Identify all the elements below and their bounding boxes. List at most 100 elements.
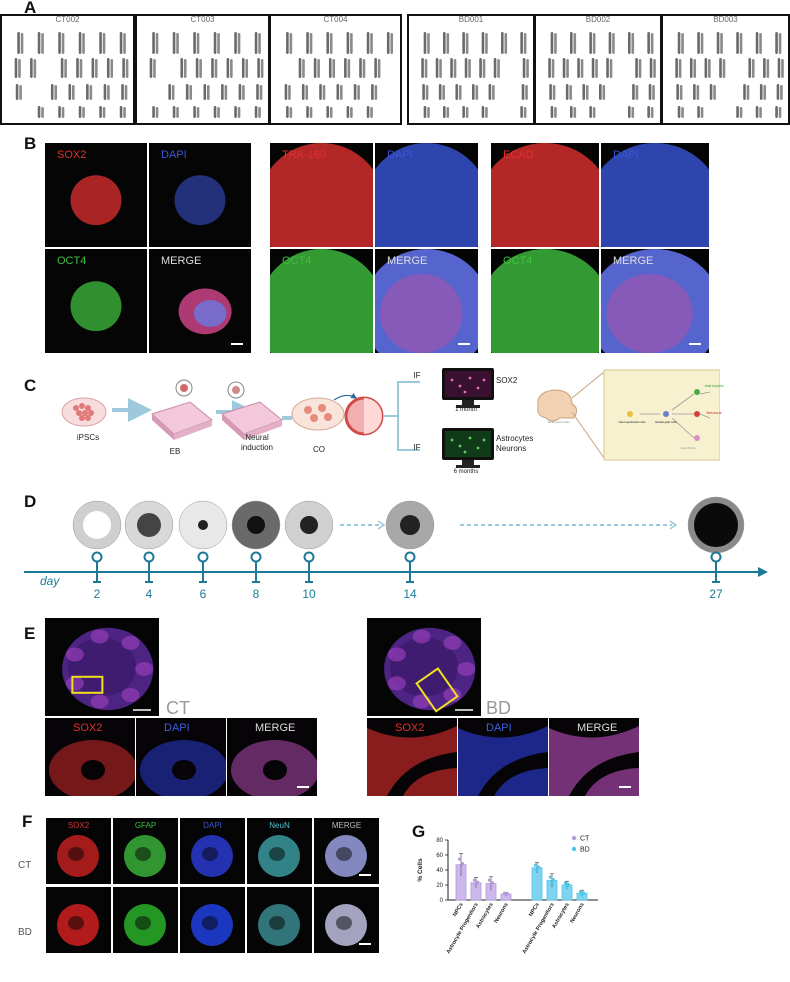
bd-overview-image xyxy=(367,618,481,716)
data-point xyxy=(581,891,586,895)
karyotype-title: CT003 xyxy=(190,15,215,24)
panel-f-bd-neun xyxy=(247,887,312,953)
chromosome-spread xyxy=(548,32,656,118)
legend-marker xyxy=(571,846,577,852)
data-point xyxy=(566,883,571,887)
channel-label: OCT4 xyxy=(282,255,312,267)
column-label: GFAP xyxy=(134,821,157,830)
channel-label: TRA-160 xyxy=(282,149,327,161)
label-if-2: IF xyxy=(413,443,421,452)
organoid-core xyxy=(198,520,208,530)
karyotype-title: BD001 xyxy=(458,15,484,24)
y-tick-label: 0 xyxy=(440,898,444,904)
y-tick-label: 20 xyxy=(436,883,443,889)
panel-f-ct-dapi: DAPI xyxy=(180,818,245,884)
panel-f-bd-gfap xyxy=(113,887,178,953)
scale-bar xyxy=(458,343,470,345)
panel-f-label: F xyxy=(22,812,33,831)
panel-f-ct-merge: MERGE xyxy=(314,818,379,884)
ct-zoom-merge: MERGE xyxy=(227,718,317,796)
day-tick-label: 8 xyxy=(252,587,260,601)
panel-e-label: E xyxy=(24,624,36,643)
organoid-core xyxy=(300,516,318,534)
protocol-schematic xyxy=(61,368,720,468)
channel-label: MERGE xyxy=(255,722,296,734)
bd-zoom-sox2: SOX2 xyxy=(367,718,457,796)
micrograph-group2-tra-160: TRA-160 xyxy=(270,143,373,247)
panel-f-bd-merge xyxy=(314,887,379,953)
label-eb: EB xyxy=(169,447,181,456)
organoid-core xyxy=(247,516,265,534)
x-tick-label: Neurons xyxy=(569,902,585,924)
astrocyte-icon xyxy=(694,389,700,395)
eb-plate-icon xyxy=(151,379,213,440)
label-ipscs: iPSCs xyxy=(76,433,100,442)
data-point xyxy=(474,883,478,887)
bd-zoom-dapi: DAPI xyxy=(458,718,548,796)
day-tick-label: 14 xyxy=(403,587,417,601)
data-point xyxy=(487,878,492,882)
day-tick-label: 6 xyxy=(199,587,207,601)
label-co: CO xyxy=(313,445,325,454)
label-1-month: 1 month xyxy=(455,407,477,413)
monitor-astrocytes-icon xyxy=(442,428,494,468)
channel-label: SOX2 xyxy=(73,722,103,734)
y-tick-label: 40 xyxy=(436,868,443,874)
x-tick-label: Neurons xyxy=(493,902,509,924)
data-point xyxy=(475,880,480,884)
label-embryonic-brain: Embryonic brain xyxy=(548,420,570,424)
micrograph-group1-dapi: DAPI xyxy=(149,143,251,247)
monitor-sox2-icon xyxy=(442,368,494,408)
timeline-marker xyxy=(250,551,262,563)
row-label-bd: BD xyxy=(18,927,32,938)
ct-zoom-sox2: SOX2 xyxy=(45,718,135,796)
chromosome-spread xyxy=(149,32,264,118)
timeline-marker xyxy=(303,551,315,563)
row-label-ct: CT xyxy=(18,860,32,871)
co-dish-icon xyxy=(291,397,345,431)
chromosome-spread xyxy=(675,32,784,118)
micrograph-group3-merge: MERGE xyxy=(601,249,709,353)
timeline-arrow-icon xyxy=(758,567,768,577)
data-point xyxy=(536,865,541,869)
ipsc-dish-icon xyxy=(61,397,107,427)
legend-label: BD xyxy=(580,847,590,854)
brain-icon xyxy=(537,371,605,459)
x-tick-label: Astrocyte Progenitors xyxy=(522,902,556,955)
micrograph-group3-dapi: DAPI xyxy=(601,143,709,247)
panel-f-bd-sox2 xyxy=(46,887,111,953)
panel-g-label: G xyxy=(412,822,426,841)
organoid-icon xyxy=(344,396,384,436)
panel-a-label: A xyxy=(24,0,37,17)
label-radial-glia: Radial glial cells xyxy=(655,420,677,424)
karyotype-ct003: CT003 xyxy=(135,14,270,125)
timeline-marker xyxy=(404,551,416,563)
scale-bar xyxy=(619,786,631,788)
organoid-core xyxy=(400,515,420,535)
bd-label: BD xyxy=(486,698,512,718)
data-point xyxy=(533,863,538,867)
label-induction: induction xyxy=(240,443,274,452)
panel-f-ct-gfap: GFAP xyxy=(113,818,178,884)
label-astrocytes: Astrocytes xyxy=(496,434,534,443)
channel-label: DAPI xyxy=(164,722,190,734)
scale-bar xyxy=(359,943,371,945)
data-point xyxy=(578,890,583,894)
karyotype-title: BD003 xyxy=(713,15,738,24)
micrograph-group1-sox2: SOX2 xyxy=(45,143,147,247)
day-tick-label: 4 xyxy=(145,587,153,601)
panel-f-ct-neun: NeuN xyxy=(247,818,312,884)
lineage-box xyxy=(603,369,720,461)
day-tick-label: 10 xyxy=(302,587,316,601)
karyotype-title: CT002 xyxy=(55,15,80,24)
karyotype-bd002: BD002 xyxy=(534,14,662,125)
zoom-region-box xyxy=(415,667,459,713)
micrograph-group2-merge: MERGE xyxy=(375,249,478,353)
zoom-region-box xyxy=(71,675,104,694)
organoid-core xyxy=(137,513,161,537)
data-point xyxy=(563,881,568,885)
channel-label: DAPI xyxy=(387,149,413,161)
radial-glia-icon xyxy=(663,411,669,417)
label-adult-nsc: Adult NSCs xyxy=(680,446,696,450)
column-label: NeuN xyxy=(269,821,290,830)
